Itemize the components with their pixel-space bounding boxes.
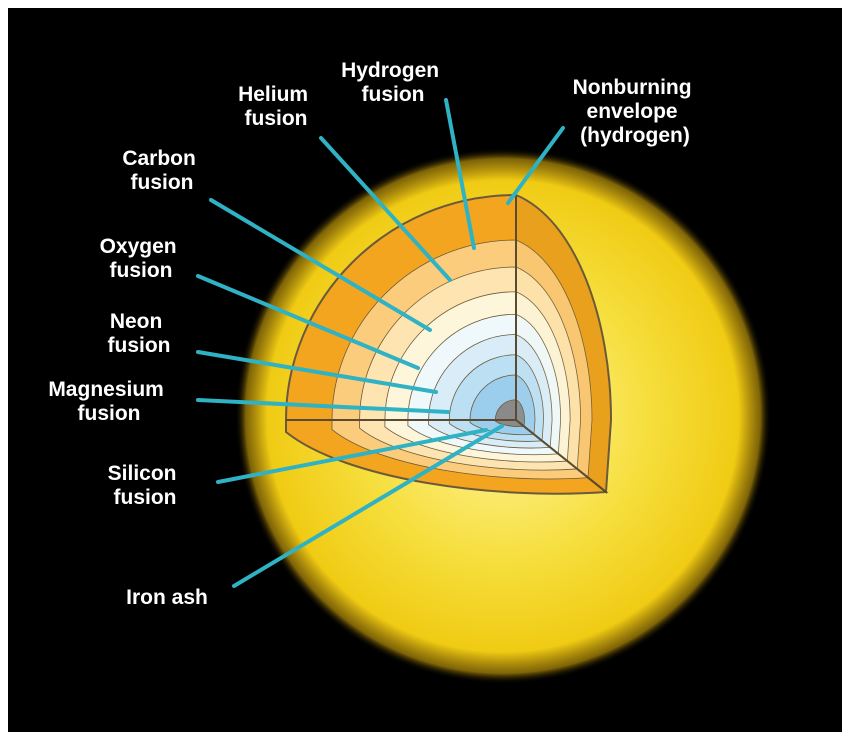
label-carbon-fusion: Carbon fusion — [122, 147, 201, 194]
label-nonburning-envelope: Nonburning envelope (hydrogen) — [573, 76, 698, 147]
leader-oxygen-fusion — [196, 274, 420, 370]
label-hydrogen-fusion: Hydrogen fusion — [341, 59, 445, 106]
leader-carbon-fusion — [209, 198, 432, 332]
leader-nonburning-envelope — [506, 126, 565, 205]
leader-hydrogen-fusion — [444, 98, 476, 250]
label-oxygen-fusion: Oxygen fusion — [100, 235, 183, 282]
leader-magnesium-fusion — [196, 398, 450, 414]
labels: Hydrogen fusion Helium fusion Nonburning… — [48, 59, 698, 609]
leader-lines — [196, 98, 565, 588]
label-magnesium-fusion: Magnesium fusion — [48, 378, 169, 425]
cut-edge-diagonal — [515, 419, 607, 493]
leader-helium-fusion — [319, 136, 452, 282]
leader-iron-ash — [232, 424, 504, 588]
cutaway-wedge — [285, 193, 613, 495]
diagram-canvas: Hydrogen fusion Helium fusion Nonburning… — [8, 8, 842, 732]
label-iron-ash: Iron ash — [126, 586, 208, 609]
label-neon-fusion: Neon fusion — [108, 310, 171, 357]
stellar-onion-diagram: Hydrogen fusion Helium fusion Nonburning… — [48, 59, 771, 684]
leader-neon-fusion — [196, 350, 438, 394]
label-silicon-fusion: Silicon fusion — [108, 462, 183, 509]
leader-silicon-fusion — [216, 428, 488, 484]
label-helium-fusion: Helium fusion — [238, 83, 314, 130]
